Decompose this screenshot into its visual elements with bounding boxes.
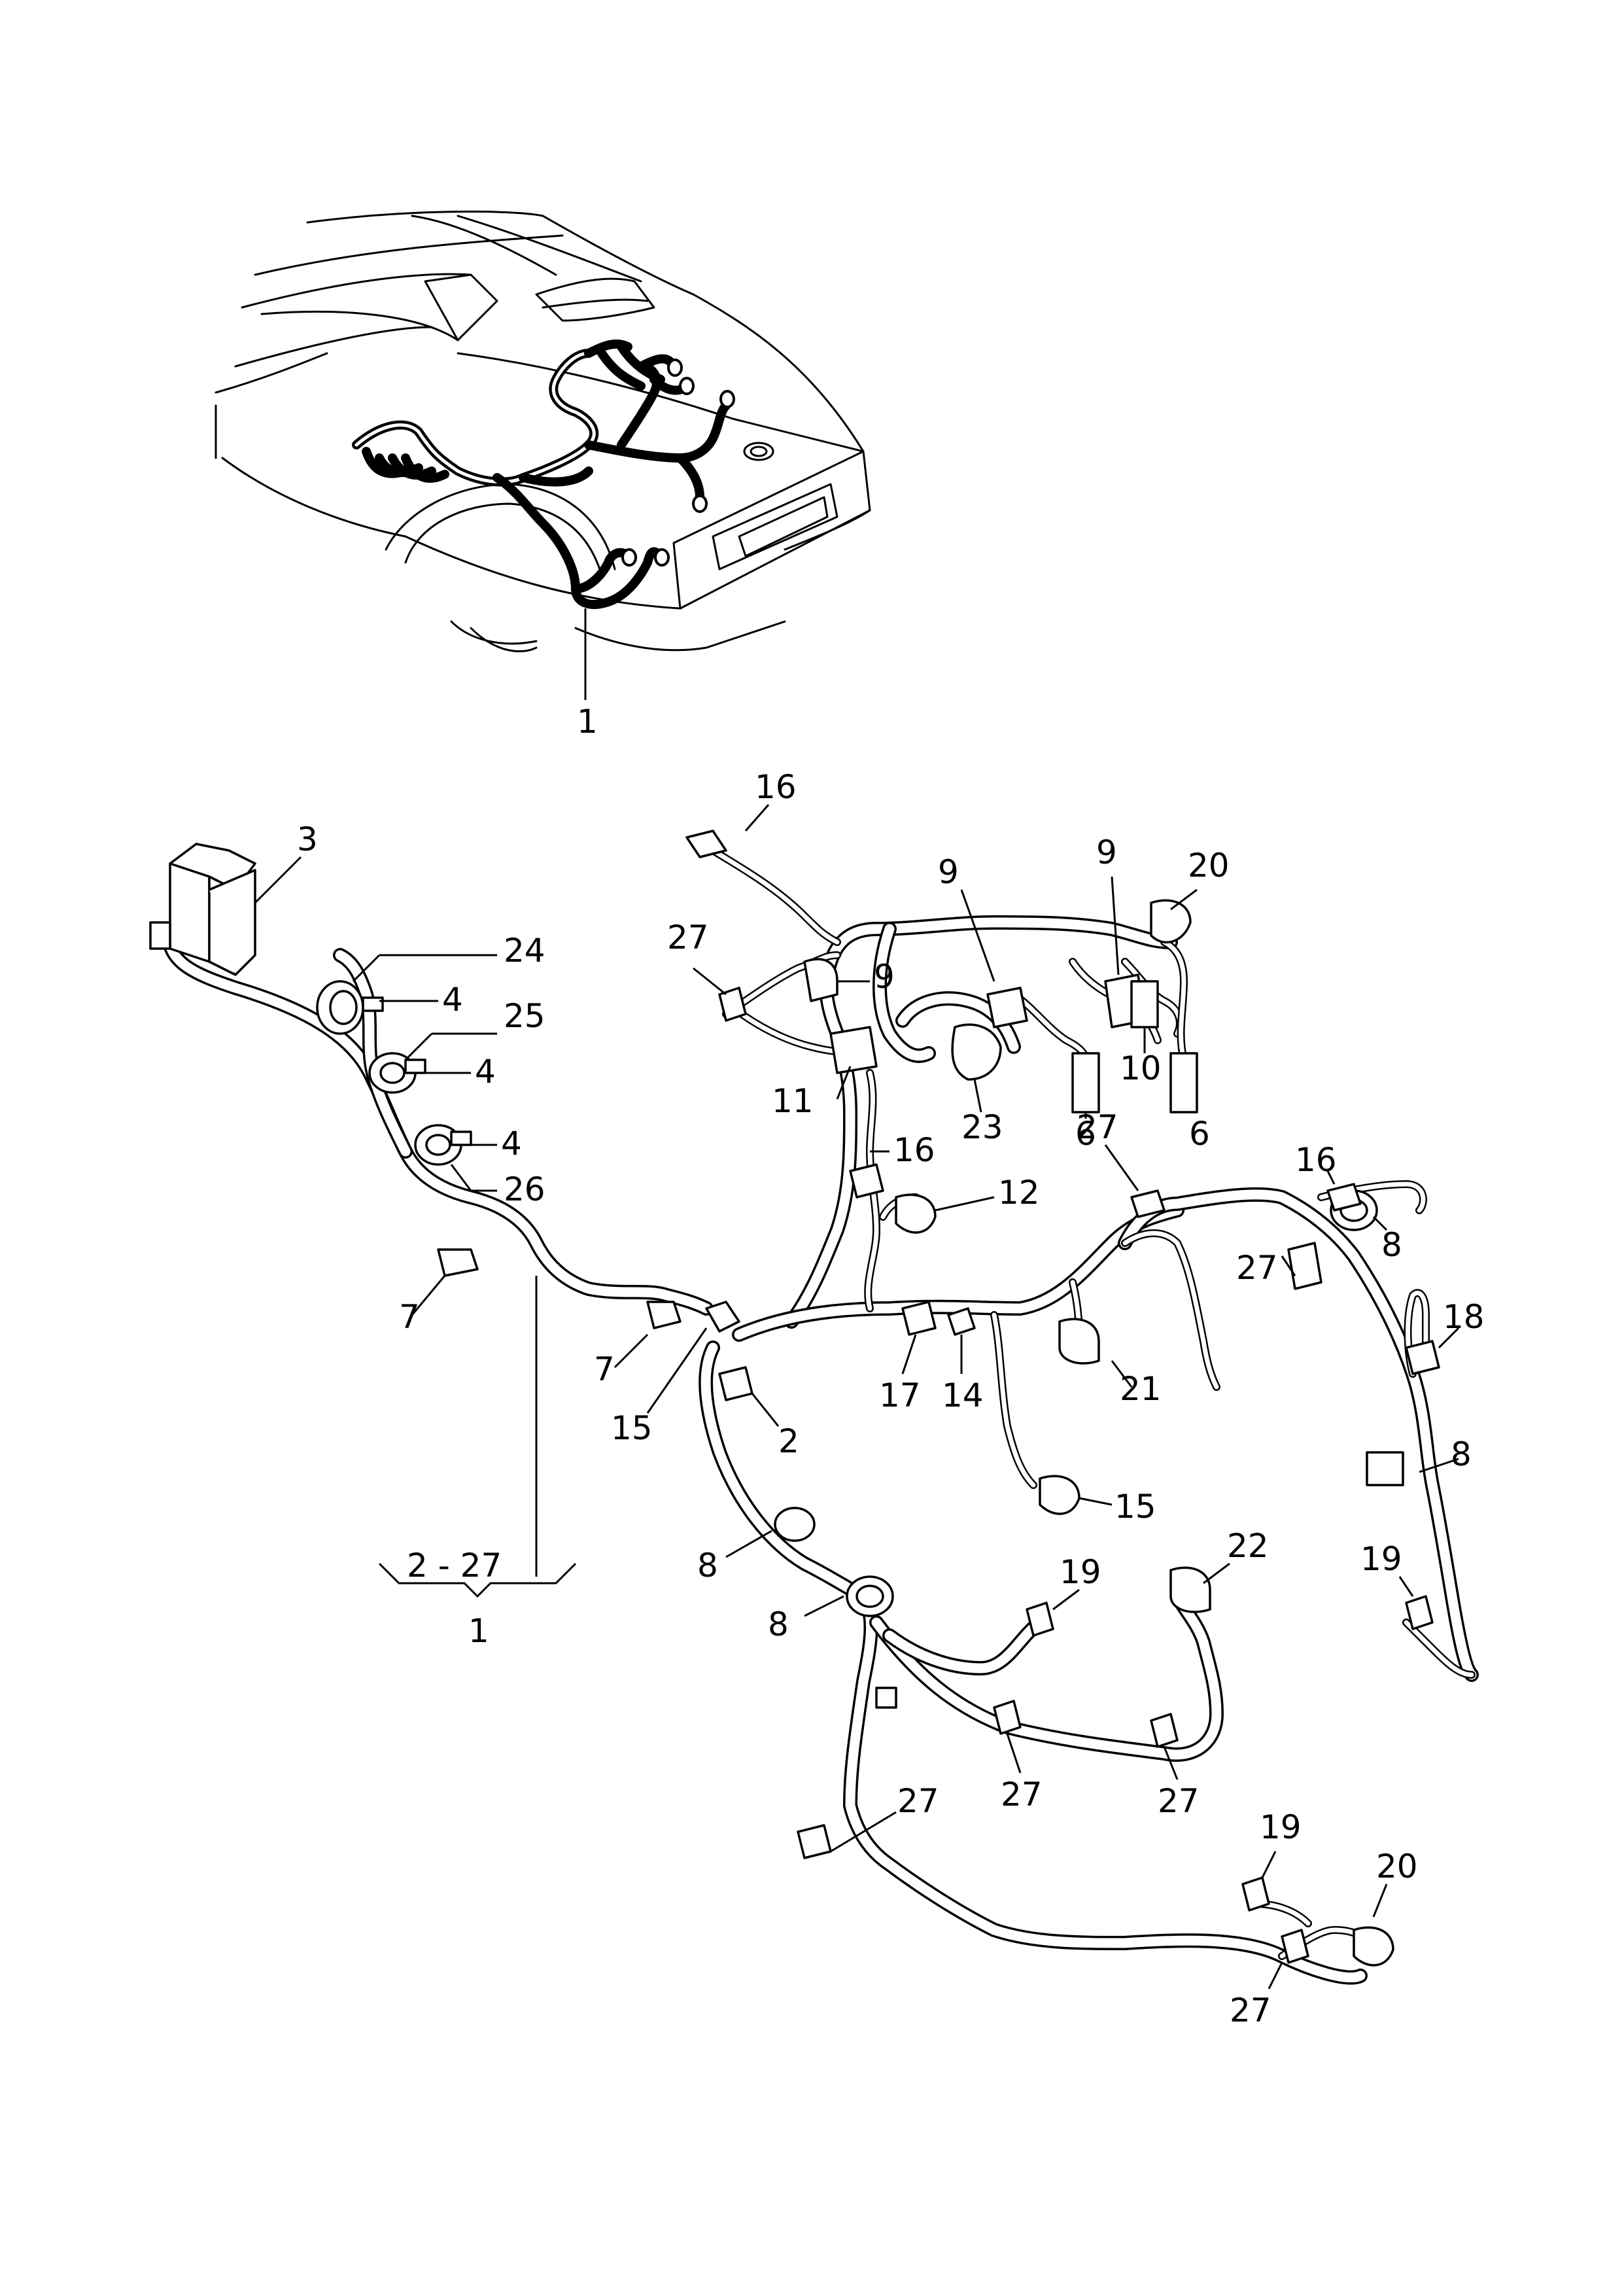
callout-label-6b: 6 [1189, 1115, 1210, 1153]
callout-label-8b: 8 [768, 1605, 789, 1643]
clip-27-top [718, 987, 747, 1022]
callout-label-18: 18 [1443, 1298, 1485, 1336]
connector-18 [1405, 1340, 1440, 1375]
connector-19-mid [1026, 1602, 1054, 1637]
clip-27-right [1287, 1242, 1322, 1290]
connector-19-bottom [1241, 1876, 1270, 1912]
clip-27-lower-left [797, 1824, 832, 1859]
connector-22 [1169, 1566, 1211, 1613]
connector-17 [901, 1301, 937, 1336]
callout-label-23: 23 [961, 1108, 1003, 1146]
callout-label-11: 11 [772, 1082, 814, 1120]
callout-label-27d: 27 [897, 1782, 939, 1820]
callout-label-2: 2 [778, 1422, 799, 1460]
leader-lines [254, 804, 1460, 1989]
harness-components [149, 830, 1440, 1967]
grommet-clips [316, 980, 472, 1166]
control-unit-connector [149, 843, 256, 976]
callout-label-3: 3 [297, 820, 318, 858]
callout-label-19b: 19 [1360, 1540, 1402, 1578]
callout-label-4c: 4 [501, 1125, 522, 1163]
callout-label-9c: 9 [874, 958, 895, 996]
callout-label-27a: 27 [667, 919, 709, 956]
connector-20-top [1150, 899, 1192, 943]
callout-labels: 3 24 4 25 4 4 26 7 7 15 2 8 8 2 - 27 1 1… [297, 768, 1485, 2029]
callout-label-20b: 20 [1376, 1848, 1418, 1885]
callout-label-9a: 9 [938, 853, 959, 891]
connector-16-mid [849, 1163, 884, 1199]
callout-label-20a: 20 [1188, 847, 1230, 885]
connector-15-left [705, 1301, 740, 1333]
callout-label-15a: 15 [611, 1409, 653, 1447]
callout-label-8c: 8 [1381, 1226, 1402, 1264]
plug-6-left [1071, 1052, 1100, 1113]
callout-label-27e: 27 [1001, 1776, 1043, 1813]
callout-label-16c: 16 [1295, 1141, 1337, 1179]
callout-label-27c: 27 [1236, 1249, 1278, 1287]
callout-label-27b: 27 [1077, 1108, 1118, 1146]
callout-label-4b: 4 [475, 1053, 496, 1091]
connector-12 [895, 1193, 937, 1234]
clip-27-bottom [1281, 1929, 1309, 1964]
callout-label-14: 14 [942, 1376, 984, 1414]
callout-label-27g: 27 [1230, 1991, 1271, 2029]
connector-19-right [1405, 1595, 1434, 1630]
plug-6-right [1169, 1052, 1198, 1113]
connector-14 [947, 1307, 976, 1336]
callout-label-26: 26 [504, 1170, 545, 1208]
callout-label-24: 24 [504, 932, 545, 970]
connector-9-mid [986, 987, 1028, 1028]
callout-label-1-top: 1 [577, 703, 598, 741]
callout-label-6a: 6 [1075, 1115, 1096, 1153]
callout-label-19c: 19 [1260, 1808, 1302, 1846]
callout-label-7a: 7 [399, 1298, 420, 1336]
callout-label-21: 21 [1120, 1370, 1162, 1408]
connector-16-right [1326, 1183, 1362, 1212]
holder-clips [437, 1248, 682, 1329]
callout-label-19a: 19 [1060, 1553, 1101, 1591]
callout-label-27f: 27 [1158, 1782, 1200, 1820]
callout-label-8a: 8 [697, 1547, 718, 1585]
connector-21 [1058, 1318, 1100, 1365]
connector-16-top [685, 830, 727, 858]
callout-label-25: 25 [504, 997, 545, 1035]
callout-label-4a: 4 [442, 981, 463, 1019]
connector-9-left [803, 958, 838, 1002]
callout-label-group-total: 1 [468, 1612, 489, 1650]
car-body-outline [215, 210, 871, 652]
clip-27-lower-b [1150, 1713, 1179, 1748]
callout-label-17: 17 [879, 1376, 921, 1414]
callout-label-8d: 8 [1451, 1435, 1472, 1473]
connector-11 [829, 1026, 878, 1074]
vehicle-overview: 1 [215, 210, 871, 741]
callout-label-9b: 9 [1096, 833, 1117, 871]
rings-8 [774, 1189, 1404, 1617]
callout-label-group-range: 2 - 27 [407, 1547, 502, 1585]
connector-15-right [1039, 1475, 1080, 1515]
clip-2 [718, 1366, 753, 1401]
callout-label-10: 10 [1120, 1049, 1162, 1087]
callout-label-16a: 16 [755, 768, 797, 806]
callout-label-15b: 15 [1114, 1488, 1156, 1526]
connector-10 [1130, 980, 1159, 1028]
callout-label-7b: 7 [594, 1350, 615, 1388]
callout-label-22: 22 [1227, 1527, 1269, 1565]
callout-label-12: 12 [998, 1174, 1040, 1212]
connector-23 [951, 1023, 1002, 1081]
harness-in-car [352, 339, 735, 609]
connector-20-bottom [1353, 1926, 1394, 1967]
clip-27-lower-mid [875, 1687, 897, 1709]
clip-27-mid [1130, 1189, 1166, 1218]
clip-27-lower-a [993, 1700, 1022, 1735]
callout-label-16b: 16 [893, 1131, 935, 1169]
